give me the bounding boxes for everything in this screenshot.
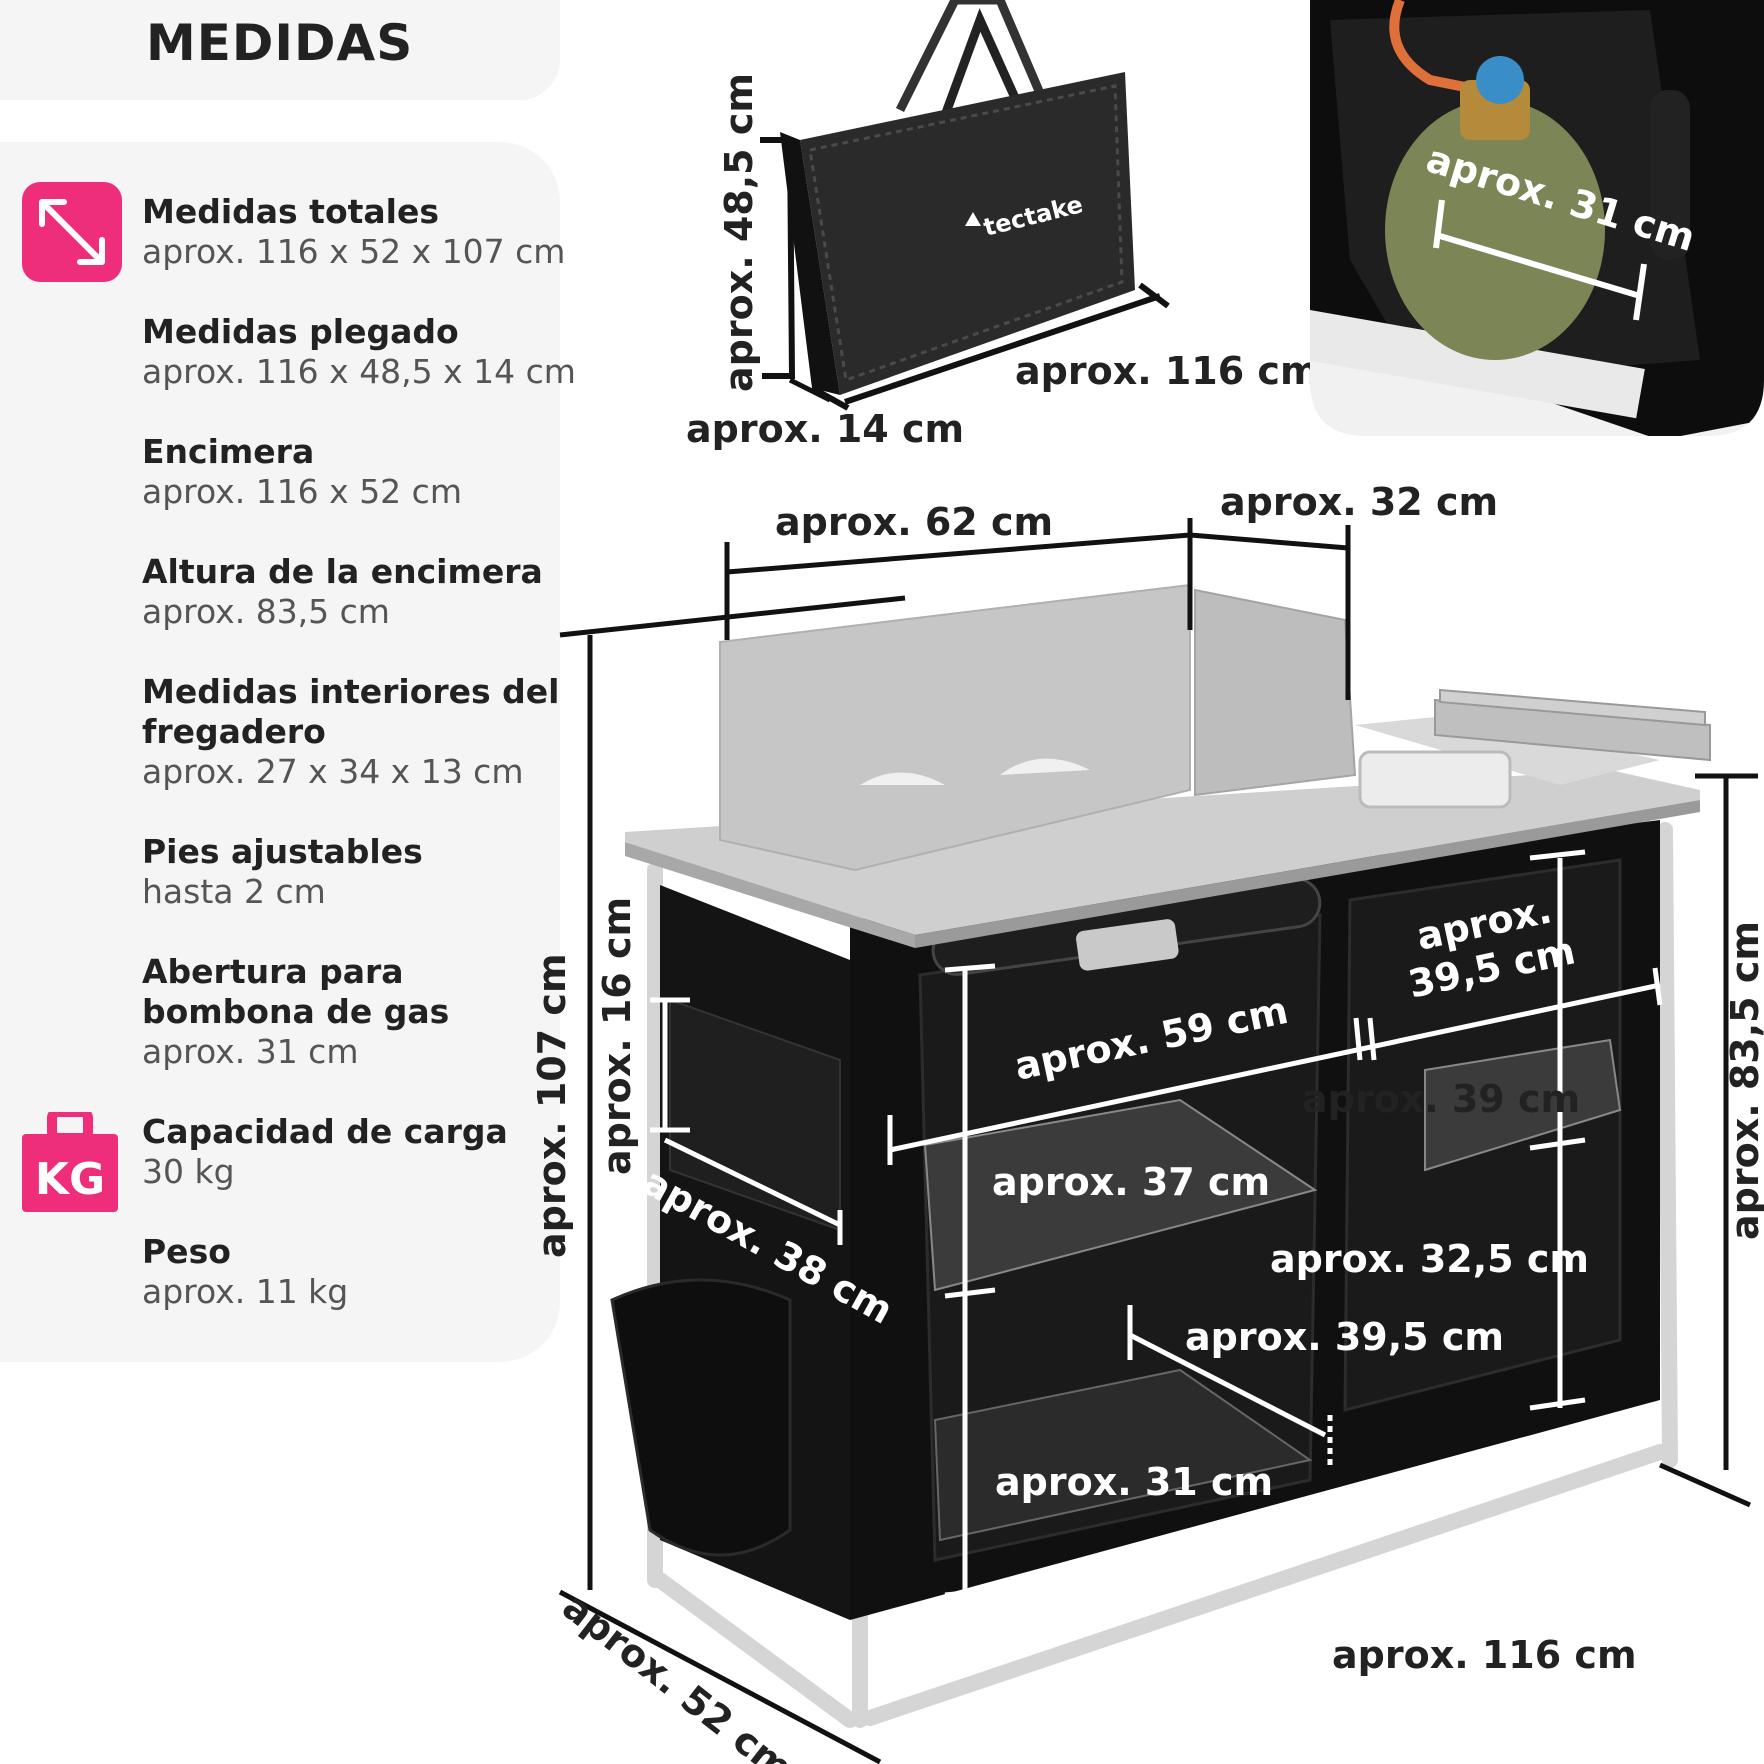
- counter-height-label: aprox. 83,5 cm: [1723, 921, 1764, 1240]
- spec-item: Encimera aprox. 116 x 52 cm: [142, 432, 462, 512]
- spec-item: Abertura para bombona de gas aprox. 31 c…: [142, 952, 449, 1072]
- total-height-label: aprox. 107 cm: [530, 953, 574, 1258]
- page-title: MEDIDAS: [146, 14, 414, 72]
- spec-item: Pies ajustables hasta 2 cm: [142, 832, 423, 912]
- spec-label: Altura de la encimera: [142, 552, 543, 591]
- dimension-lines-outer: [558, 518, 1758, 1764]
- shelf-depth-label: aprox. 37 cm: [992, 1160, 1270, 1204]
- weight-kg-icon: KG: [22, 1112, 118, 1212]
- spec-label: Pies ajustables: [142, 832, 423, 871]
- camping-kitchen: aprox. 62 cm aprox. 32 cm aprox. 107 cm …: [530, 480, 1764, 1764]
- spec-item: Peso aprox. 11 kg: [142, 1232, 348, 1312]
- windscreen: [719, 583, 1191, 872]
- spec-item: Medidas plegado aprox. 116 x 48,5 x 14 c…: [142, 312, 576, 392]
- bag-width-label: aprox. 116 cm: [1015, 349, 1320, 393]
- bottom-height-label: aprox. 31 cm: [995, 1460, 1273, 1504]
- spec-value: 30 kg: [142, 1152, 235, 1191]
- bag-height-line: [760, 137, 796, 379]
- bottom-depth-label: aprox. 39,5 cm: [1185, 1315, 1504, 1359]
- title-panel: [0, 0, 560, 100]
- spec-label: Abertura para bombona de gas: [142, 952, 450, 1031]
- shelf: [923, 1098, 1318, 1292]
- gas-cylinder: [1385, 100, 1605, 360]
- spec-value: aprox. 27 x 34 x 13 cm: [142, 752, 524, 791]
- windscreen-width-label: aprox. 62 cm: [775, 500, 1053, 544]
- right-height-bottom-label: aprox. 32,5 cm: [1270, 1237, 1589, 1281]
- table-top: [625, 770, 1700, 935]
- gas-opening-line: [1439, 233, 1641, 299]
- carry-bag: tectake aprox. 48,5 cm aprox. 116 cm apr…: [686, 0, 1320, 451]
- spec-item: Capacidad de carga 30 kg: [142, 1112, 508, 1192]
- spec-label: Peso: [142, 1232, 231, 1271]
- total-depth-label: aprox. 52 cm: [554, 1584, 800, 1764]
- spec-value: aprox. 31 cm: [142, 1032, 359, 1071]
- kg-badge-text: KG: [35, 1154, 105, 1205]
- bag-width-line: [844, 293, 1161, 405]
- spec-value: aprox. 11 kg: [142, 1272, 349, 1311]
- total-width-label: aprox. 116 cm: [1332, 1633, 1637, 1677]
- spec-label: Medidas interiores del fregadero: [142, 672, 560, 751]
- spec-item: Altura de la encimera aprox. 83,5 cm: [142, 552, 543, 632]
- gas-cylinder-inset: aprox. 31 cm: [1310, 0, 1764, 436]
- spec-item: Medidas interiores del fregadero aprox. …: [142, 672, 560, 792]
- bag-body: [800, 72, 1135, 395]
- spec-label: Capacidad de carga: [142, 1112, 508, 1151]
- spec-value: aprox. 116 x 52 cm: [142, 472, 462, 511]
- side-panel-width-label: aprox. 32 cm: [1220, 480, 1498, 524]
- bag-height-label: aprox. 48,5 cm: [717, 73, 761, 392]
- spec-value: aprox. 116 x 48,5 x 14 cm: [142, 352, 576, 391]
- spec-label: Encimera: [142, 432, 315, 471]
- shelf: [1424, 1038, 1622, 1172]
- pocket-height-label: aprox. 16 cm: [595, 897, 639, 1175]
- right-width-label: aprox. 39 cm: [1302, 1077, 1580, 1121]
- windscreen-side: [1194, 588, 1357, 797]
- shelf: [933, 1368, 1313, 1542]
- sink-frame: [1355, 715, 1660, 785]
- bag-side: [780, 132, 840, 395]
- tectake-logo-icon: [965, 212, 981, 226]
- sink-basin: [1358, 750, 1512, 809]
- spec-label: Medidas plegado: [142, 312, 459, 351]
- diagonal-arrows-icon: [22, 182, 122, 282]
- bag-depth-label: aprox. 14 cm: [686, 407, 964, 451]
- side-basket: [610, 1278, 792, 1557]
- spec-item: Medidas totales aprox. 116 x 52 x 107 cm: [142, 192, 565, 272]
- spec-value: hasta 2 cm: [142, 872, 326, 911]
- dimension-lines-inner: [650, 849, 1663, 1598]
- spec-label: Medidas totales: [142, 192, 439, 231]
- spec-value: aprox. 116 x 52 x 107 cm: [142, 232, 566, 271]
- spec-value: aprox. 83,5 cm: [142, 592, 390, 631]
